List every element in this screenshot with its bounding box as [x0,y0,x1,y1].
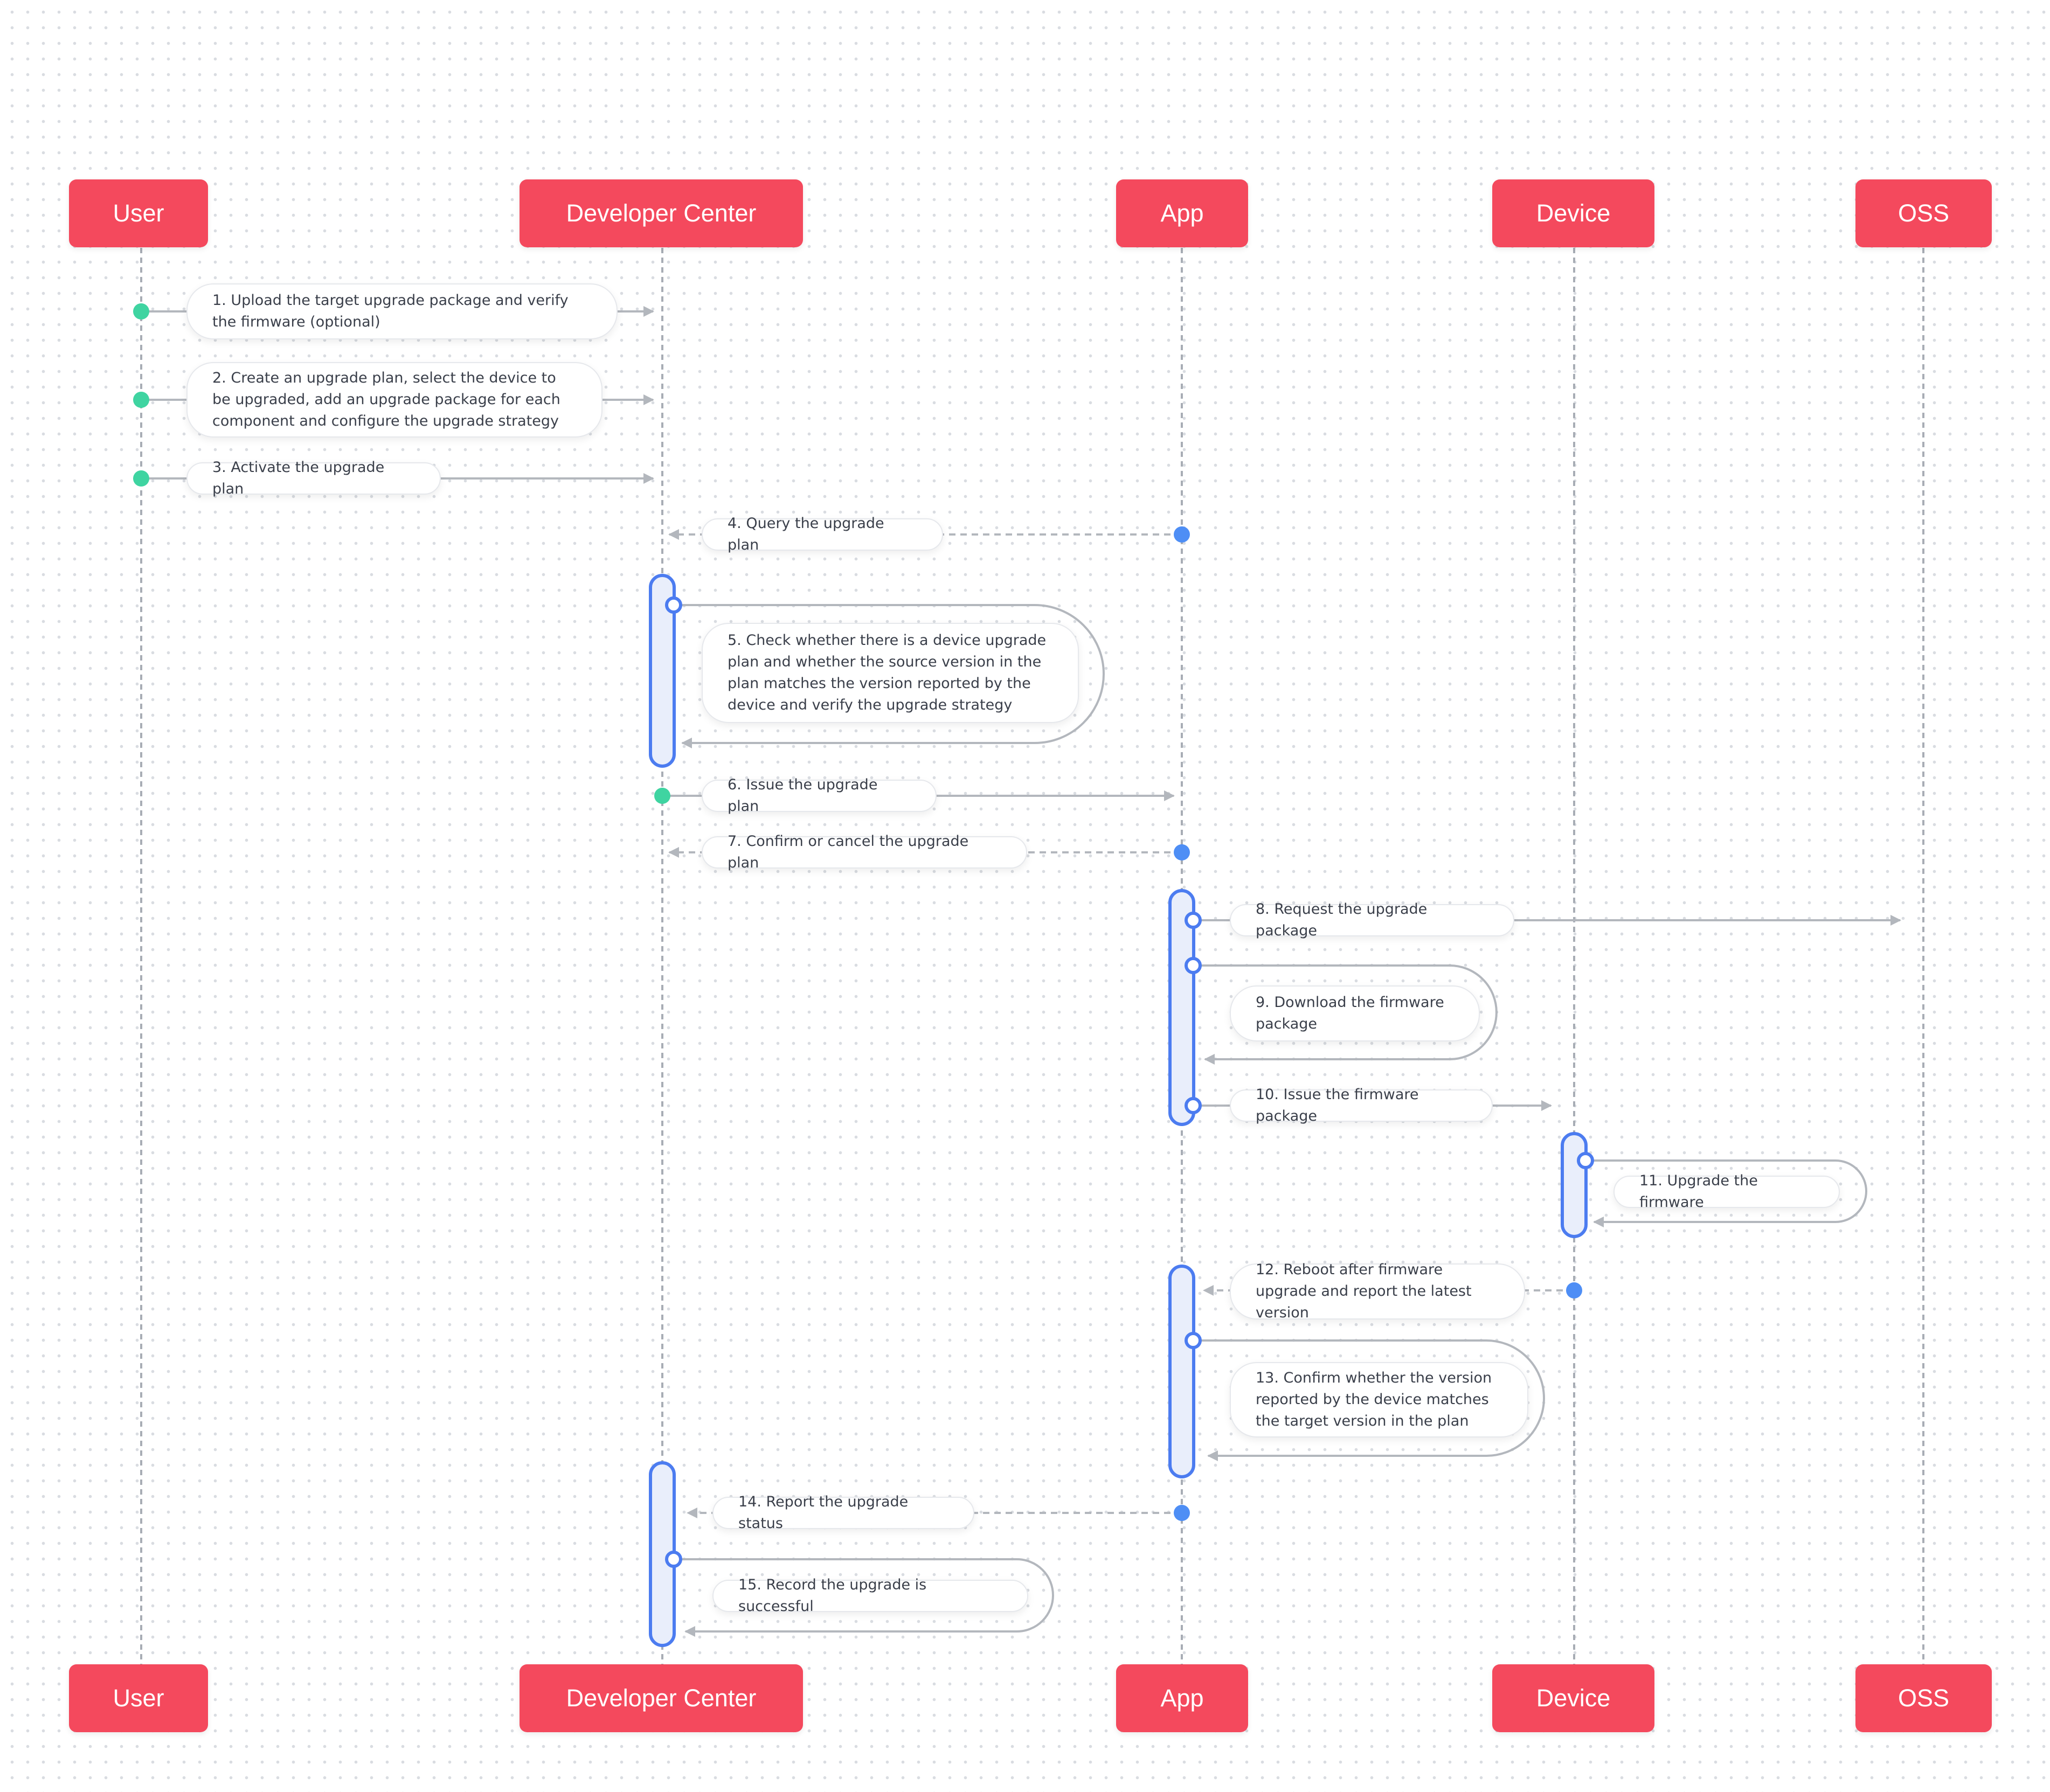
message-text-5: 5. Check whether there is a device upgra… [728,632,1047,713]
activation-app-1 [1168,889,1195,1126]
message-text-4: 4. Query the upgrade plan [728,515,884,553]
message-text-6: 6. Issue the upgrade plan [728,776,878,815]
activation-developer-center-1 [649,574,676,768]
message-text-12: 12. Reboot after firmware upgrade and re… [1256,1261,1472,1321]
message-label-3: 3. Activate the upgrade plan [186,459,441,497]
message-text-7: 7. Confirm or cancel the upgrade plan [728,833,969,871]
message-text-9: 9. Download the firmware package [1256,994,1444,1032]
message-text-11: 11. Upgrade the firmware [1639,1172,1758,1211]
activation-point-msg-15 [665,1551,682,1568]
loop-msg-5 [674,604,1105,748]
loop-msg-13 [1193,1339,1545,1461]
message-label-15: 15. Record the upgrade is successful [712,1576,1028,1615]
message-text-1: 1. Upload the target upgrade package and… [212,292,569,330]
start-dot-msg-6 [654,788,670,804]
loop-msg-15 [674,1558,1054,1637]
start-dot-msg-3 [133,470,149,487]
start-dot-msg-14 [1174,1505,1190,1521]
actor-user-bottom: User [69,1664,208,1732]
message-label-10: 10. Issue the firmware package [1230,1086,1493,1124]
loop-msg-9 [1193,964,1498,1065]
activation-point-msg-9 [1185,957,1202,974]
start-dot-msg-7 [1174,844,1190,860]
actor-oss-top: OSS [1855,179,1992,247]
message-text-15: 15. Record the upgrade is successful [738,1576,927,1615]
message-text-10: 10. Issue the firmware package [1256,1086,1419,1124]
actor-developer-center-top: Developer Center [520,179,803,247]
message-label-4: 4. Query the upgrade plan [702,515,943,553]
message-label-12: 12. Reboot after firmware upgrade and re… [1230,1261,1525,1321]
activation-point-msg-11 [1577,1152,1594,1169]
message-text-14: 14. Report the upgrade status [738,1494,909,1532]
actor-oss-bottom: OSS [1855,1664,1992,1732]
message-label-9: 9. Download the firmware package [1230,985,1480,1041]
message-label-13: 13. Confirm whether the version reported… [1230,1362,1528,1437]
message-text-8: 8. Request the upgrade package [1256,901,1428,939]
message-label-11: 11. Upgrade the firmware [1613,1172,1840,1211]
loop-msg-11 [1585,1159,1867,1227]
start-dot-msg-4 [1174,526,1190,543]
start-dot-msg-2 [133,392,149,408]
message-text-13: 13. Confirm whether the version reported… [1256,1370,1492,1429]
activation-device-1 [1561,1132,1588,1238]
message-label-2: 2. Create an upgrade plan, select the de… [186,362,602,437]
message-label-1: 1. Upload the target upgrade package and… [186,283,618,339]
activation-app-2 [1168,1265,1195,1478]
activation-point-msg-8 [1185,912,1202,929]
activation-point-msg-10 [1185,1097,1202,1114]
start-dot-msg-12 [1566,1282,1582,1298]
activation-point-msg-5 [665,596,682,614]
actor-app-top: App [1116,179,1248,247]
message-text-2: 2. Create an upgrade plan, select the de… [212,370,560,429]
actor-device-bottom: Device [1492,1664,1654,1732]
message-text-3: 3. Activate the upgrade plan [212,459,385,497]
message-label-14: 14. Report the upgrade status [712,1494,974,1532]
message-label-6: 6. Issue the upgrade plan [702,776,937,815]
actor-device-top: Device [1492,179,1654,247]
actor-app-bottom: App [1116,1664,1248,1732]
message-label-7: 7. Confirm or cancel the upgrade plan [702,833,1027,871]
start-dot-msg-1 [133,303,149,319]
message-label-5: 5. Check whether there is a device upgra… [702,623,1079,723]
activation-point-msg-13 [1185,1332,1202,1349]
message-label-8: 8. Request the upgrade package [1230,901,1514,939]
actor-user-top: User [69,179,208,247]
actor-developer-center-bottom: Developer Center [520,1664,803,1732]
